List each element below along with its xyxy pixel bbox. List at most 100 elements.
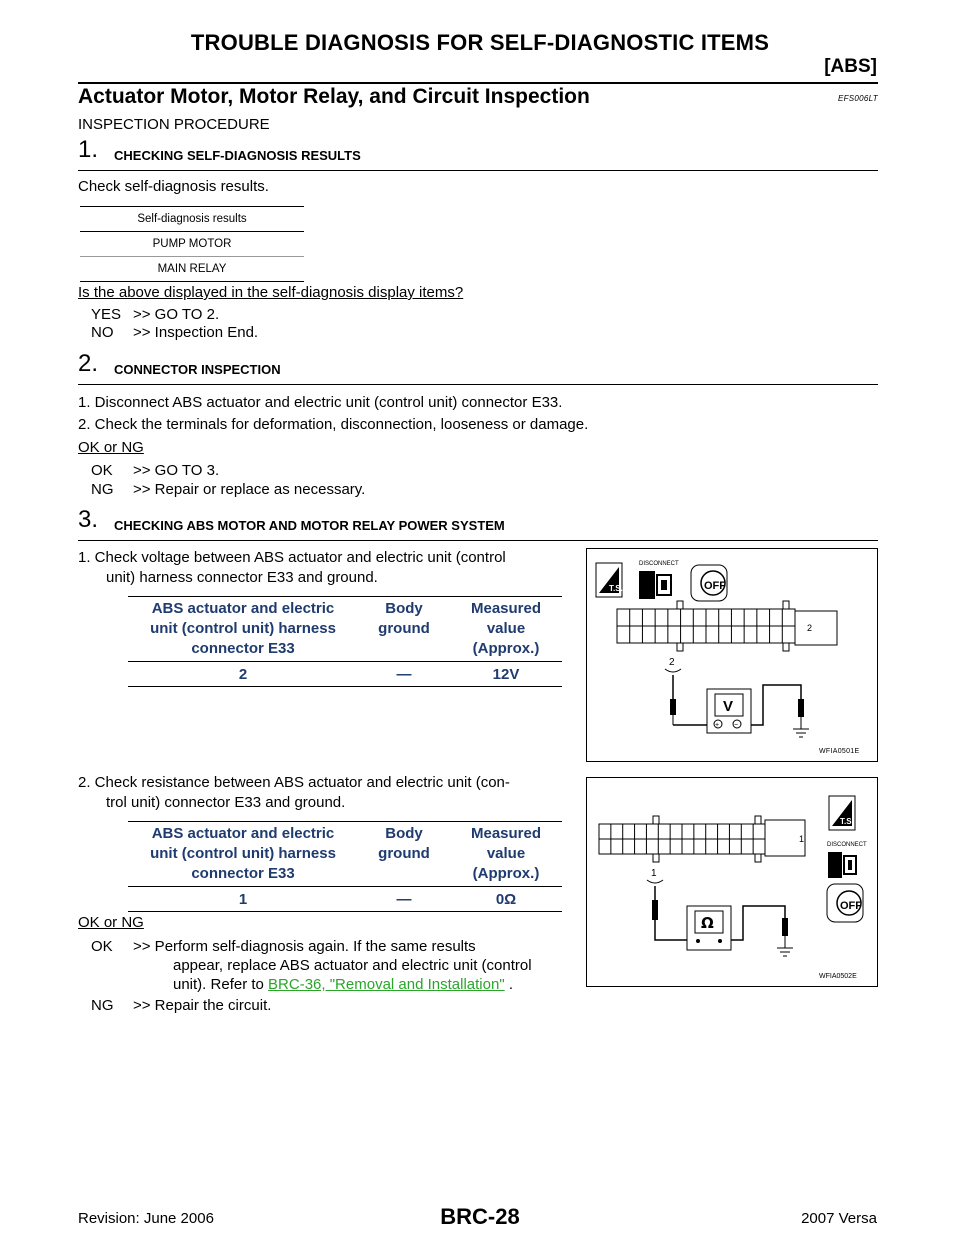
answer-key: NG <box>91 481 114 498</box>
ground-lead <box>751 684 802 726</box>
answer-text: unit). Refer to <box>173 976 269 993</box>
figure-voltage-check: T.S. DISCONNECT OFF 2 2 <box>586 548 878 762</box>
resistance-table-col1: ABS actuator and electric unit (control … <box>128 821 358 887</box>
ohmmeter: Ω <box>686 905 732 951</box>
connector-e33 <box>616 600 838 652</box>
minus-terminal: − <box>734 722 738 729</box>
section-code: EFS006LT <box>837 94 878 103</box>
ground-lead <box>731 905 786 941</box>
col-header-line: ground <box>378 845 430 862</box>
self-diagnosis-table-header: Self-diagnosis results <box>80 206 304 232</box>
footer-revision: Revision: June 2006 <box>78 1210 214 1227</box>
col-header-line: (Approx.) <box>472 640 540 657</box>
table-cell: 12V <box>450 661 562 687</box>
ground-symbol <box>777 936 793 957</box>
step3-item2-line1: 2. Check resistance between ABS actuator… <box>78 774 510 791</box>
probe-terminal-label: 2 <box>669 657 675 668</box>
connector-disconnect-icon <box>828 852 857 878</box>
ts-label: T.S. <box>609 584 623 593</box>
voltage-table: ABS actuator and electric unit (control … <box>128 596 562 687</box>
answer-text: >> Repair the circuit. <box>133 997 272 1014</box>
step3-ng: NG >> Repair the circuit. <box>91 997 271 1014</box>
answer-text: >> GO TO 3. <box>133 462 220 479</box>
col-header-line: Measured <box>470 600 542 617</box>
voltage-table-col2: Body ground <box>358 596 450 662</box>
voltage-table-col3: Measured value (Approx.) <box>450 596 562 662</box>
table-cell: 2 <box>128 661 358 687</box>
page-header-subtitle: [ABS] <box>824 56 877 77</box>
step1-question: Is the above displayed in the self-diagn… <box>78 284 464 301</box>
col-header-line: Body <box>385 825 423 842</box>
step2-question: OK or NG <box>78 439 144 456</box>
off-label: OFF <box>704 580 726 592</box>
meter-symbol: V <box>723 698 733 715</box>
step3-heading: 3. CHECKING ABS MOTOR AND MOTOR RELAY PO… <box>78 506 878 541</box>
step1-heading: 1. CHECKING SELF-DIAGNOSIS RESULTS <box>78 136 878 171</box>
resistance-diagram: 1 T.S. DISCONNECT OFF 1 Ω <box>598 795 867 980</box>
step3-ok-line2: appear, replace ABS actuator and electri… <box>173 957 532 974</box>
figure-code: WFIA0501E <box>819 748 859 755</box>
step3-number: 3. <box>78 506 99 533</box>
terminal-brace <box>664 668 682 673</box>
step3-ok-line3: unit). Refer to BRC-36, "Removal and Ins… <box>173 976 513 993</box>
disconnect-label: DISCONNECT <box>639 561 679 567</box>
section-title: Actuator Motor, Motor Relay, and Circuit… <box>78 85 590 108</box>
lead-wire <box>654 920 691 941</box>
self-diagnosis-row: MAIN RELAY <box>80 257 304 282</box>
voltage-table-col1: ABS actuator and electric unit (control … <box>128 596 358 662</box>
connector-pins <box>610 824 754 854</box>
ignition-off-icon: OFF <box>826 883 864 923</box>
step3-item1-line1: 1. Check voltage between ABS actuator an… <box>78 549 506 566</box>
meter-symbol: Ω <box>701 914 714 932</box>
self-diagnosis-row: PUMP MOTOR <box>80 232 304 257</box>
col-header-line: value <box>486 620 526 637</box>
col-header-line: Body <box>385 600 423 617</box>
col-header-line: connector E33 <box>191 865 295 882</box>
step2-item2: 2. Check the terminals for deformation, … <box>78 416 589 433</box>
ts-icon: T.S. <box>595 562 623 598</box>
answer-text: >> GO TO 2. <box>133 306 220 323</box>
table-cell: 0Ω <box>450 886 562 912</box>
answer-key: NG <box>91 997 114 1014</box>
step2-title: CONNECTOR INSPECTION <box>114 362 281 377</box>
off-label: OFF <box>840 900 862 912</box>
step2-ok: OK>> GO TO 3. <box>91 462 219 479</box>
voltmeter: V + − <box>706 688 752 734</box>
test-probe <box>670 699 676 715</box>
ts-icon: T.S. <box>828 795 856 831</box>
terminal-brace <box>646 879 664 884</box>
plus-terminal: + <box>715 722 719 729</box>
connector-pins <box>629 609 783 643</box>
resistance-table-col2: Body ground <box>358 821 450 887</box>
disconnect-label: DISCONNECT <box>827 842 867 848</box>
col-header-line: ABS actuator and electric <box>151 600 335 617</box>
ground-probe <box>798 699 804 717</box>
connector-terminal-label: 1 <box>799 834 804 844</box>
page-header-title: TROUBLE DIAGNOSIS FOR SELF-DIAGNOSTIC IT… <box>190 30 770 55</box>
voltage-diagram: T.S. DISCONNECT OFF 2 2 <box>595 561 859 755</box>
connector-terminal-label: 2 <box>807 623 812 633</box>
intro-label: INSPECTION PROCEDURE <box>78 116 270 133</box>
step1-number: 1. <box>78 136 99 163</box>
resistance-table: ABS actuator and electric unit (control … <box>128 821 562 912</box>
self-diagnosis-table: Self-diagnosis results PUMP MOTOR MAIN R… <box>80 206 304 282</box>
resistance-table-col3: Measured value (Approx.) <box>450 821 562 887</box>
footer-page-number: BRC-28 <box>440 1204 520 1229</box>
header-rule <box>78 82 878 84</box>
step1-title: CHECKING SELF-DIAGNOSIS RESULTS <box>114 148 361 163</box>
col-header-line: Measured <box>470 825 542 842</box>
step3-item2-line2: trol unit) connector E33 and ground. <box>106 794 346 811</box>
footer-model: 2007 Versa <box>801 1210 877 1227</box>
figure-resistance-check: 1 T.S. DISCONNECT OFF 1 Ω <box>586 777 878 987</box>
step3-question: OK or NG <box>78 914 144 931</box>
figure-code: WFIA0502E <box>819 973 857 980</box>
answer-key: YES <box>91 306 122 323</box>
answer-text: >> Perform self-diagnosis again. If the … <box>133 938 476 955</box>
col-header-line: unit (control unit) harness <box>150 620 336 637</box>
answer-text: >> Inspection End. <box>133 324 259 341</box>
removal-installation-link[interactable]: BRC-36, "Removal and Installation" <box>268 976 505 993</box>
ts-label: T.S. <box>840 817 854 826</box>
connector-disconnect-icon <box>639 571 672 599</box>
answer-text: >> Repair or replace as necessary. <box>133 481 366 498</box>
ignition-off-icon: OFF <box>690 564 728 602</box>
